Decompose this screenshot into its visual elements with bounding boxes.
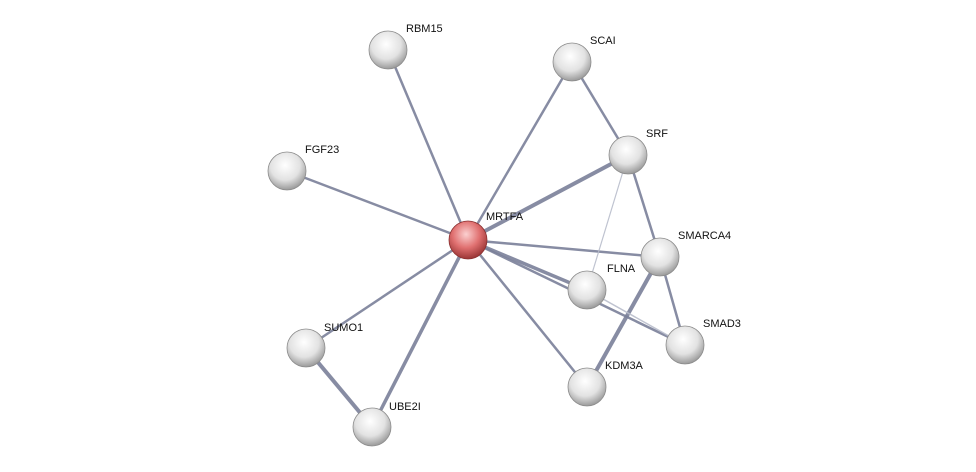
node-sumo1[interactable]: SUMO1: [286, 322, 363, 368]
node-ball[interactable]: [286, 328, 326, 368]
node-mrtfa[interactable]: MRTFA: [448, 211, 524, 260]
edge-mrtfa-sumo1[interactable]: [305, 238, 469, 350]
node-fgf23[interactable]: FGF23: [267, 144, 339, 191]
edge-mrtfa-smarca4[interactable]: [467, 238, 661, 259]
node-ube2i[interactable]: UBE2I: [352, 401, 421, 447]
edge-mrtfa-srf[interactable]: [467, 153, 629, 242]
node-label: MRTFA: [486, 211, 524, 223]
node-label: RBM15: [406, 23, 443, 35]
node-ball[interactable]: [640, 237, 680, 277]
node-label: SMAD3: [703, 318, 741, 330]
node-label: KDM3A: [605, 360, 644, 372]
node-ball[interactable]: [567, 270, 607, 310]
node-smarca4[interactable]: SMARCA4: [640, 230, 731, 277]
node-ball[interactable]: [267, 151, 307, 191]
node-label: SMARCA4: [678, 230, 731, 242]
edge-mrtfa-kdm3a[interactable]: [467, 239, 588, 388]
node-ball[interactable]: [552, 42, 592, 82]
edge-mrtfa-rbm15[interactable]: [386, 49, 470, 241]
node-flna[interactable]: FLNA: [567, 263, 636, 310]
edge-mrtfa-ube2i[interactable]: [370, 239, 470, 428]
node-label: SUMO1: [324, 322, 363, 334]
node-scai[interactable]: SCAI: [552, 35, 616, 82]
node-kdm3a[interactable]: KDM3A: [567, 360, 644, 407]
node-label: FLNA: [607, 263, 636, 275]
edge-smarca4-kdm3a[interactable]: [585, 256, 662, 388]
node-label: UBE2I: [389, 401, 421, 413]
edge-mrtfa-fgf23[interactable]: [286, 169, 469, 242]
node-ball[interactable]: [352, 407, 392, 447]
edge-srf-flna[interactable]: [586, 154, 629, 291]
node-label: FGF23: [305, 144, 339, 156]
node-ball[interactable]: [608, 135, 648, 175]
node-smad3[interactable]: SMAD3: [665, 318, 741, 365]
node-rbm15[interactable]: RBM15: [368, 23, 443, 70]
node-ball[interactable]: [448, 220, 488, 260]
node-label: SRF: [646, 128, 668, 140]
node-ball[interactable]: [665, 325, 705, 365]
node-ball[interactable]: [567, 367, 607, 407]
node-ball[interactable]: [368, 30, 408, 70]
edge-mrtfa-scai[interactable]: [466, 61, 574, 241]
node-label: SCAI: [590, 35, 616, 47]
node-srf[interactable]: SRF: [608, 128, 668, 175]
